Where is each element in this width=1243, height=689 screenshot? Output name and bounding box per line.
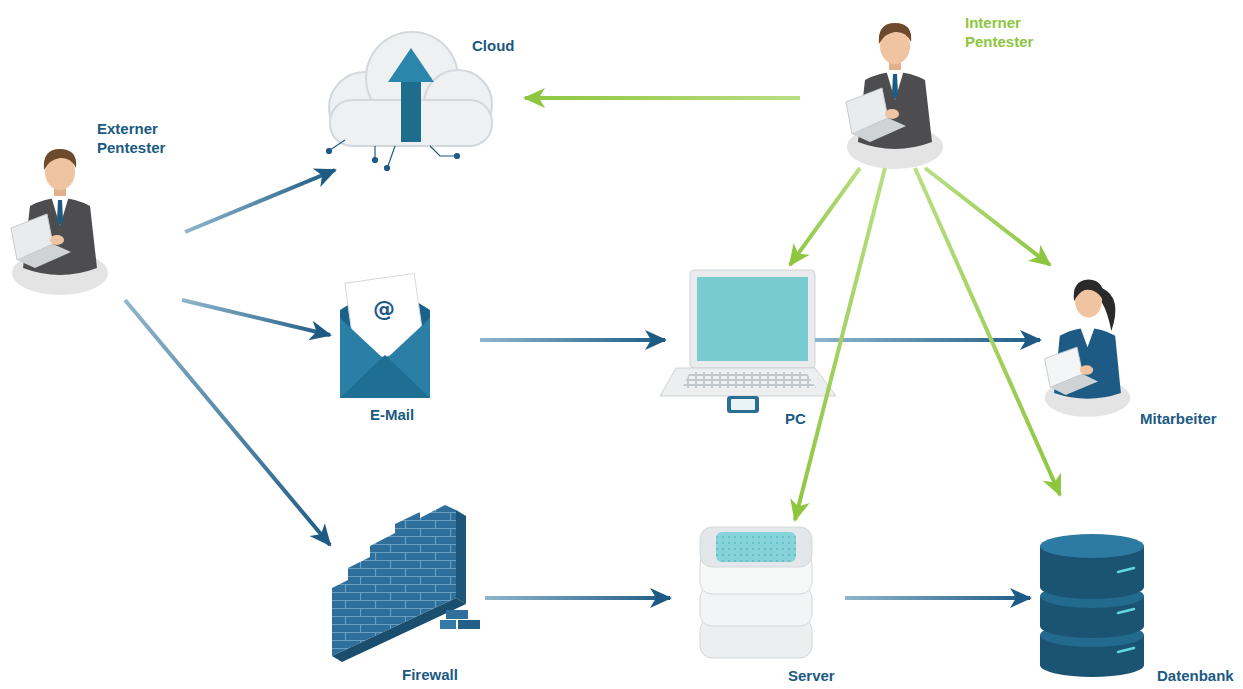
person-icon [11,149,108,295]
email-symbol-text: @ [373,296,395,321]
person-icon [846,23,943,169]
firewall-icon [332,505,480,662]
node-label: Firewall [402,666,458,685]
node-label: Datenbank [1157,667,1234,686]
node-label: E-Mail [370,406,414,425]
server-node: Server [670,520,845,688]
employee-icon [1045,279,1131,416]
internal-attack-arrow [525,96,800,100]
email-icon [340,274,430,398]
node-label: Interner Pentester [965,14,1045,52]
external-attack-arrow [185,170,335,232]
server-icon [700,527,812,658]
node-label: Externer Pentester [97,120,179,158]
laptop-icon [660,270,836,413]
internal-attack-arrow [790,168,860,265]
node-label: Mitarbeiter [1140,410,1217,429]
external-attack-arrow [485,596,670,600]
external-attack-arrow [182,300,330,335]
cloud-node: Cloud [315,20,525,170]
email-node: E-Mail [330,268,480,428]
employee-node: Mitarbeiter [1040,265,1235,430]
internal-attack-arrow [915,168,1060,495]
node-label: Server [788,667,835,686]
pc-node: PC [665,265,815,430]
database-icon [1040,534,1144,677]
external-attack-arrow [815,338,1040,342]
external-attack-arrow [480,338,665,342]
internal-pentester: Interner Pentester [800,8,1047,168]
internal-attack-arrow [795,168,885,520]
internal-attack-arrow [925,168,1050,265]
database-node: Datenbank [1030,495,1238,688]
email-symbol: @ [373,296,395,321]
cloud-icon [327,32,493,171]
firewall-node: Firewall [330,518,485,686]
node-label: PC [785,410,806,429]
node-label: Cloud [472,37,515,56]
external-pentester: Externer Pentester [10,118,185,300]
external-attack-arrow [845,596,1030,600]
external-attack-arrow [125,300,330,545]
